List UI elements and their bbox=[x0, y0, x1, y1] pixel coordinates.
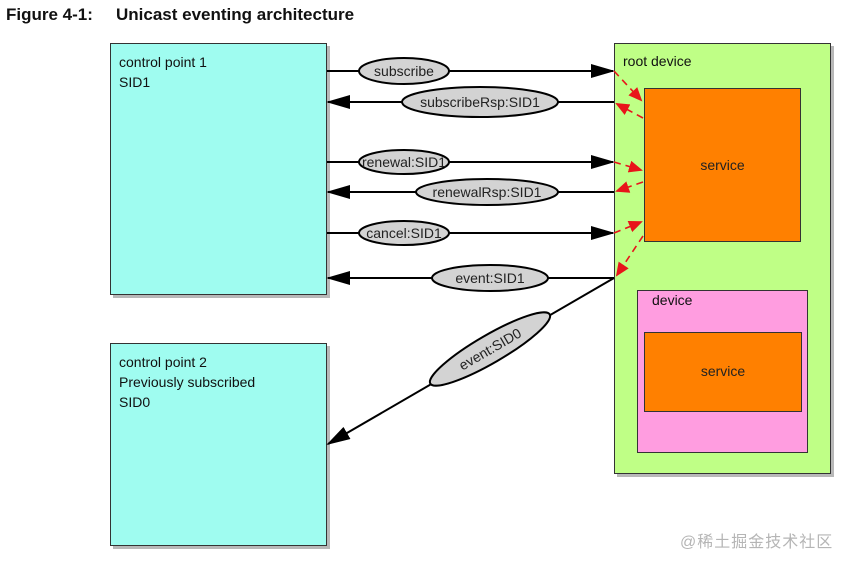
message-event-sid1: event:SID1 bbox=[326, 264, 614, 292]
root-device-label: root device bbox=[623, 53, 692, 69]
message-bubble bbox=[428, 311, 552, 387]
message-label: renewalRsp:SID1 bbox=[433, 184, 542, 200]
message-renewal-response: renewalRsp:SID1 bbox=[326, 178, 614, 206]
message-cancel: cancel:SID1 bbox=[327, 220, 615, 246]
root-service-label: service bbox=[700, 157, 745, 173]
embedded-service-box: service bbox=[644, 332, 802, 412]
dashed-arrow-to-edge bbox=[615, 103, 644, 119]
root-device-box: root device service device service bbox=[614, 43, 831, 474]
embedded-device-label: device bbox=[652, 292, 693, 308]
message-label: event:SID1 bbox=[455, 270, 524, 286]
figure-caption: Figure 4-1: Unicast eventing architecture bbox=[6, 5, 354, 25]
message-bubble bbox=[401, 86, 559, 118]
control-point-1-label: control point 1 SID1 bbox=[119, 52, 207, 92]
dashed-arrow-to-service bbox=[613, 160, 643, 173]
message-label: cancel:SID1 bbox=[366, 225, 442, 241]
control-point-2-name: control point 2 bbox=[119, 354, 207, 370]
message-subscribe: subscribe bbox=[327, 57, 615, 85]
message-bubble bbox=[358, 57, 450, 85]
message-bubble bbox=[358, 149, 450, 175]
control-point-1-sid: SID1 bbox=[119, 74, 151, 90]
message-bubble bbox=[431, 264, 549, 292]
figure-title: Unicast eventing architecture bbox=[116, 5, 355, 24]
control-point-2-status: Previously subscribed bbox=[119, 374, 256, 390]
message-bubble bbox=[415, 178, 559, 206]
message-label: subscribeRsp:SID1 bbox=[420, 94, 540, 110]
figure-number: Figure 4-1: bbox=[6, 5, 93, 24]
dashed-arrow-to-edge bbox=[615, 181, 644, 193]
control-point-2-label: control point 2 Previously subscribed SI… bbox=[119, 352, 255, 412]
message-renewal: renewal:SID1 bbox=[327, 149, 615, 175]
message-subscribe-response: subscribeRsp:SID1 bbox=[326, 86, 614, 118]
internal-dashed-arrows bbox=[613, 70, 644, 277]
message-label: subscribe bbox=[374, 63, 434, 79]
embedded-service-label: service bbox=[700, 363, 746, 379]
control-point-1-box: control point 1 SID1 bbox=[110, 43, 327, 295]
root-service-box: service bbox=[644, 88, 801, 242]
embedded-device-box: device service bbox=[637, 290, 808, 453]
message-event-sid0: event:SID0 bbox=[326, 277, 615, 446]
dashed-arrow-to-service bbox=[613, 220, 643, 234]
message-label: renewal:SID1 bbox=[362, 154, 446, 170]
watermark: @稀土掘金技术社区 bbox=[680, 534, 834, 551]
dashed-arrow-to-service bbox=[613, 70, 643, 102]
message-bubble bbox=[358, 220, 450, 246]
control-point-2-box: control point 2 Previously subscribed SI… bbox=[110, 343, 327, 546]
dashed-arrow-to-edge bbox=[615, 235, 644, 277]
control-point-1-name: control point 1 bbox=[119, 54, 207, 70]
control-point-2-sid: SID0 bbox=[119, 394, 151, 410]
